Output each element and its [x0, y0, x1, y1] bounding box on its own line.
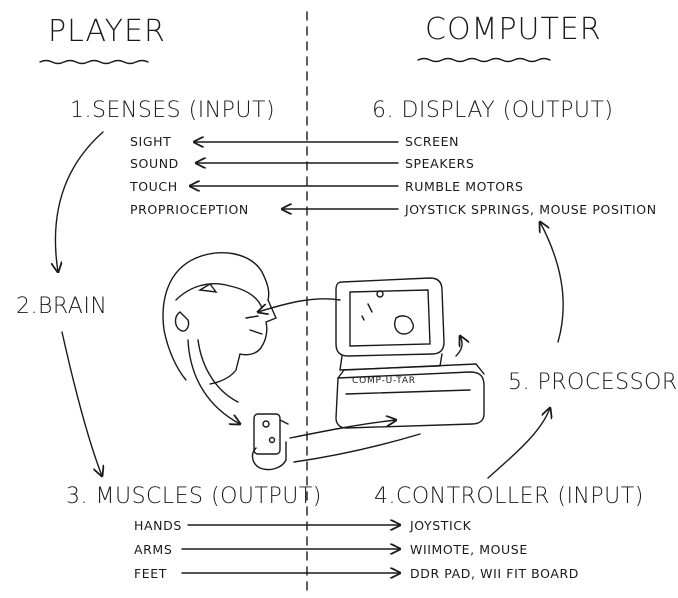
player-underline	[39, 59, 149, 65]
arrow-brain-to-muscles	[61, 331, 102, 476]
senses-item-touch: TOUCH	[130, 179, 178, 194]
arrow-brain-to-hand-2	[197, 339, 239, 403]
controller-item-wiimote: WIIMOTE, MOUSE	[410, 542, 528, 557]
stage-muscles-label: 3. MUSCLES (OUTPUT)	[66, 484, 322, 509]
senses-item-proprioception: PROPRIOCEPTION	[130, 202, 249, 217]
arrow-monitor-to-eyes	[258, 298, 341, 312]
senses-item-sound: SOUND	[130, 156, 179, 171]
player-header: PLAYER	[48, 14, 166, 49]
computer-box-label: COMP-U-TAR	[352, 376, 416, 386]
hand-with-controller-illustration	[251, 413, 289, 471]
arrow-senses-to-brain	[55, 131, 104, 272]
arrow-box-to-monitor	[455, 336, 462, 357]
stage-display-label: 6. DISPLAY (OUTPUT)	[372, 98, 614, 123]
muscle-item-feet: FEET	[134, 566, 168, 581]
display-item-springs: JOYSTICK SPRINGS, MOUSE POSITION	[405, 202, 657, 217]
computer-underline	[417, 57, 551, 63]
display-item-rumble: RUMBLE MOTORS	[405, 179, 524, 194]
muscle-item-arms: ARMS	[134, 542, 173, 557]
player-computer-loop-diagram: PLAYER COMPUTER 1.SENSES (INPUT) 2.BRAIN…	[16, 11, 677, 593]
stage-controller-label: 4.CONTROLLER (INPUT)	[374, 484, 644, 509]
stage-processor-label: 5. PROCESSOR	[508, 370, 678, 395]
arrow-processor-to-display	[540, 222, 564, 343]
arrow-controller-to-processor	[487, 408, 550, 479]
stage-senses-label: 1.SENSES (INPUT)	[70, 98, 276, 123]
display-item-screen: SCREEN	[405, 134, 460, 149]
arrow-brain-to-hand-1	[187, 339, 240, 424]
stage-brain-label: 2.BRAIN	[16, 294, 108, 319]
display-item-speakers: SPEAKERS	[405, 156, 475, 171]
computer-header: COMPUTER	[425, 12, 602, 47]
arrow-hand-to-computer-1	[289, 420, 396, 439]
diagram-drawing	[39, 11, 564, 593]
controller-item-ddr: DDR PAD, WII FIT BOARD	[410, 566, 579, 581]
computer-box-illustration	[335, 363, 485, 429]
muscle-item-hands: HANDS	[134, 518, 182, 533]
player-head-illustration	[162, 252, 277, 385]
monitor-illustration	[335, 277, 445, 371]
controller-item-joystick: JOYSTICK	[410, 518, 472, 533]
senses-item-sight: SIGHT	[130, 134, 172, 149]
arrow-hand-to-computer-2	[293, 433, 421, 463]
